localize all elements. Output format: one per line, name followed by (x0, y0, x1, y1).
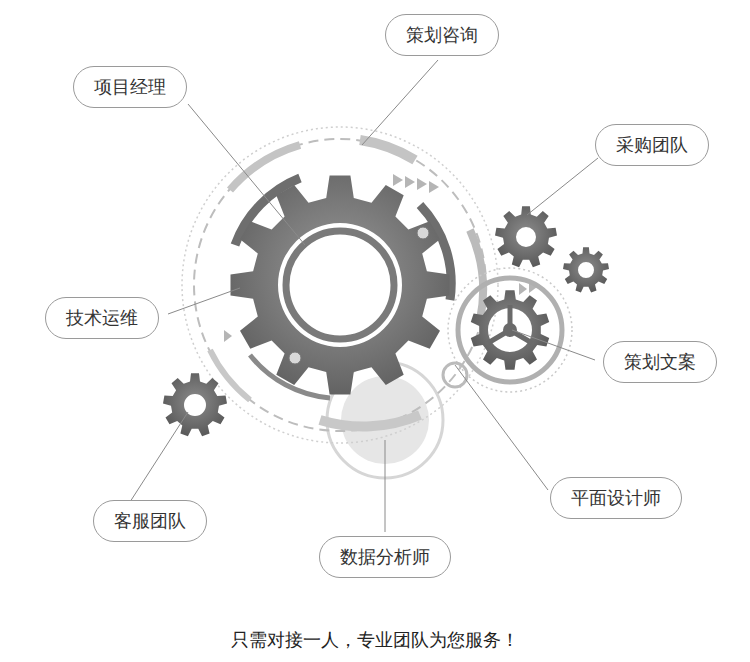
big-gear (231, 176, 450, 395)
ring (458, 278, 562, 382)
label-text: 技术运维 (66, 306, 138, 330)
label-text: 策划咨询 (406, 23, 478, 47)
gear (163, 373, 227, 436)
arc (210, 350, 250, 400)
ring (443, 363, 467, 387)
gear (471, 290, 549, 369)
caption: 只需对接一人，专业团队为您服务！ (231, 628, 519, 652)
label-pill: 采购团队 (595, 124, 709, 166)
label-pill: 策划咨询 (385, 14, 499, 56)
arc (360, 140, 415, 160)
label-text: 采购团队 (616, 133, 688, 157)
dotted-ring (182, 127, 498, 443)
label-text: 策划文案 (624, 350, 696, 374)
gear-spokes (488, 305, 532, 343)
label-text: 平面设计师 (571, 486, 661, 510)
leader-lines (128, 60, 598, 532)
label-text: 数据分析师 (340, 545, 430, 569)
label-pill: 客服团队 (93, 500, 207, 542)
bolt (289, 352, 301, 364)
label-text: 客服团队 (114, 509, 186, 533)
label-text: 项目经理 (94, 75, 166, 99)
label-pill: 技术运维 (45, 297, 159, 339)
label-pill: 策划文案 (603, 341, 717, 383)
gear-ring (286, 231, 394, 339)
bolt (417, 227, 429, 239)
arc (320, 415, 420, 427)
gear (495, 206, 557, 267)
label-pill: 项目经理 (73, 66, 187, 108)
dashed-ring (194, 139, 486, 431)
label-pill: 数据分析师 (319, 536, 451, 578)
gear (563, 247, 609, 292)
label-pill: 平面设计师 (550, 477, 682, 519)
gear-hub (503, 323, 517, 337)
